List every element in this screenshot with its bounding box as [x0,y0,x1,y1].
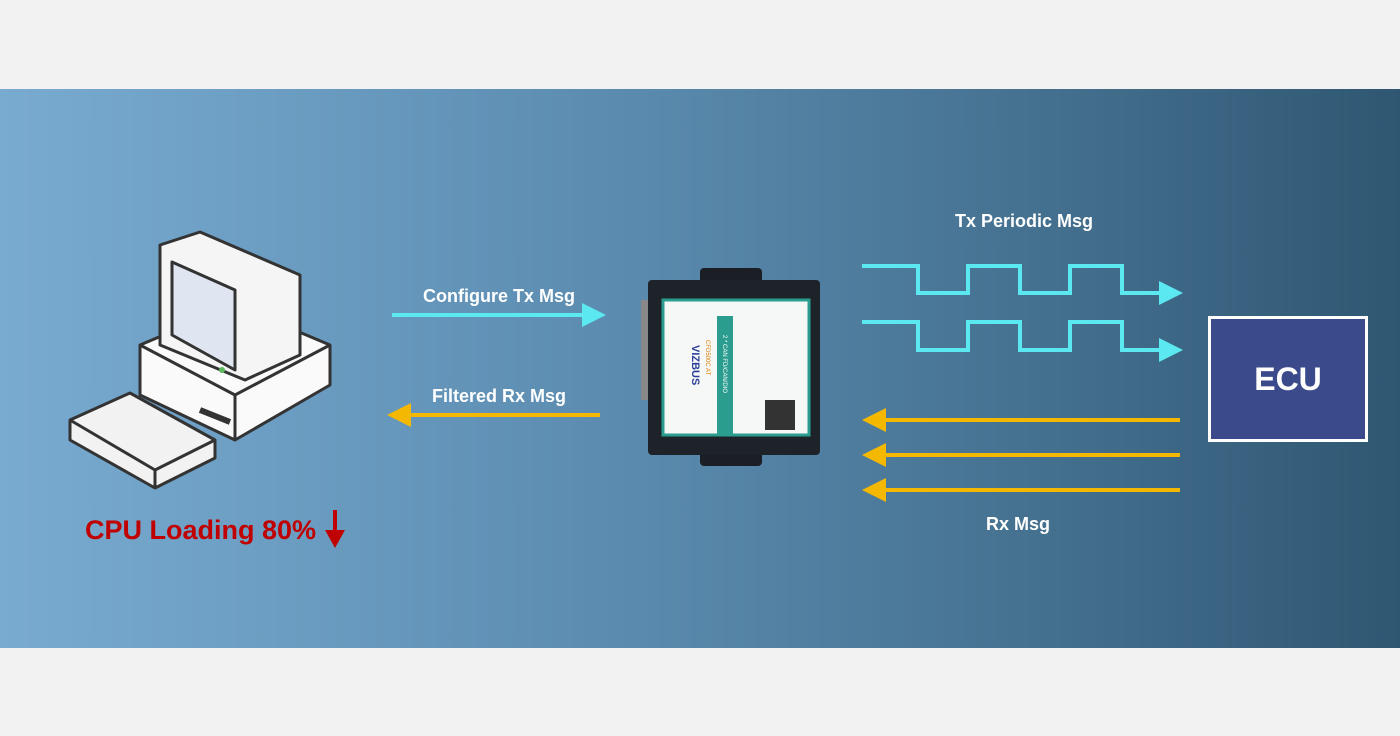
configure-tx-label: Configure Tx Msg [423,286,575,306]
ecu-box: ECU [1208,316,1368,442]
can-interface-device: VIZBUS CFD500C AT 2 * CAN FD/CAN/DIO [641,268,820,466]
tx-periodic-wave-1 [862,264,1183,305]
computer-icon [68,230,332,490]
device-model: CFD500C AT [704,340,710,376]
arrow-down-icon [325,510,345,548]
rx-msg-label: Rx Msg [986,514,1051,534]
tx-periodic-label: Tx Periodic Msg [955,211,1094,231]
tx-periodic-wave-2 [862,320,1183,362]
device-subtitle: 2 * CAN FD/CAN/DIO [721,335,727,393]
device-brand: VIZBUS [689,345,701,385]
filtered-rx-label: Filtered Rx Msg [432,386,567,406]
cpu-loading-label: CPU Loading 80% [85,515,317,545]
